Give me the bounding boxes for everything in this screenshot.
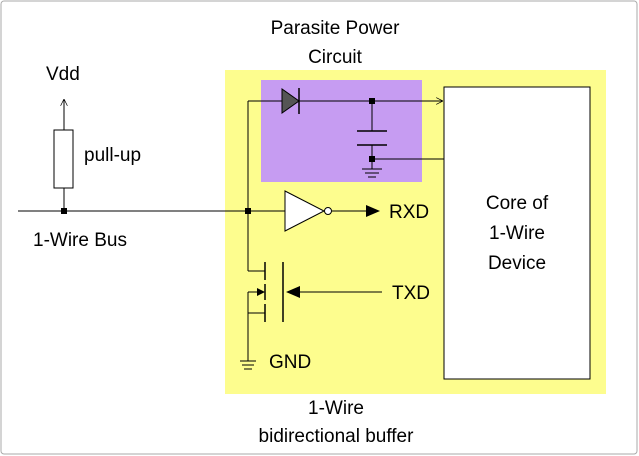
body-arrow bbox=[257, 288, 265, 296]
core-label-line2: 1-Wire bbox=[489, 223, 545, 244]
vdd-label: Vdd bbox=[46, 64, 80, 85]
parasite-label-line2: Circuit bbox=[308, 47, 363, 68]
inverter-bubble bbox=[324, 207, 332, 215]
bus-label: 1-Wire Bus bbox=[33, 230, 127, 251]
buffer-label-line1: 1-Wire bbox=[308, 398, 364, 419]
rxd-label: RXD bbox=[389, 202, 429, 223]
core-device-box bbox=[443, 86, 591, 380]
pullup-label: pull-up bbox=[84, 145, 141, 166]
pullup-resistor bbox=[53, 129, 74, 189]
core-label-line1: Core of bbox=[486, 193, 549, 214]
txd-arrow bbox=[286, 286, 300, 298]
parasite-label-line1: Parasite Power bbox=[271, 18, 401, 39]
diode-symbol bbox=[281, 88, 300, 114]
receive-buffer bbox=[284, 190, 326, 232]
txd-label: TXD bbox=[392, 283, 430, 304]
gnd-label: GND bbox=[269, 352, 311, 373]
buffer-label-line2: bidirectional buffer bbox=[259, 426, 415, 447]
core-label-line3: Device bbox=[488, 253, 546, 274]
bus-junction-pullup bbox=[61, 208, 67, 214]
rxd-arrow bbox=[366, 205, 380, 217]
